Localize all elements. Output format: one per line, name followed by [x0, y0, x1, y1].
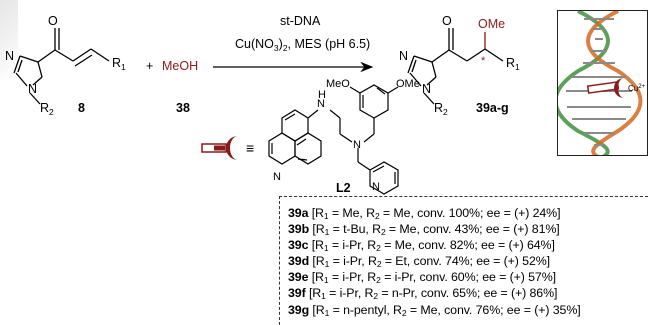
condition-copper: Cu(NO3)2, MES (pH 6.5): [235, 37, 370, 53]
substrate-compound-label: 8: [78, 101, 85, 115]
copper-ion-label: Cu2+: [628, 84, 646, 93]
product-r2-label: R2: [434, 101, 448, 117]
substrate-n3-label: N: [28, 82, 37, 96]
substrate-o-label: O: [48, 14, 58, 28]
ligand-nh-n-label: N: [317, 98, 325, 110]
methanol-reagent: MeOH: [162, 59, 198, 73]
stereocenter-star: *: [481, 55, 486, 67]
result-row: 39d [R1 = i-Pr, R2 = Et, conv. 74%; ee =…: [288, 254, 550, 270]
ligand-l2-structure: [268, 84, 399, 195]
substrate-r1-label: R1: [112, 56, 126, 72]
product-n-label: N: [399, 49, 408, 63]
product-compound-label: 39a-g: [476, 101, 509, 115]
result-row: 39a [R1 = Me, R2 = Me, conv. 100%; ee = …: [288, 206, 561, 221]
ligand-meo-label: MeO: [326, 78, 350, 90]
result-row: 39f [R1 = i-Pr, R2 = n-Pr, conv. 65%; ee…: [288, 286, 558, 302]
methanol-compound-label: 38: [176, 101, 190, 115]
substrate-r2-label: R2: [40, 101, 54, 117]
substrate-n-label: N: [5, 49, 14, 63]
substrate-8-structure: [13, 28, 110, 105]
result-row: 39b [R1 = t-Bu, R2 = Me, conv. 43%; ee =…: [288, 222, 560, 238]
catalyst-symbol: [201, 136, 238, 160]
result-row: 39c [R1 = i-Pr, R2 = Me, conv. 82%; ee =…: [288, 238, 555, 254]
ligand-compound-label: L2: [336, 181, 351, 195]
product-n3-label: N: [422, 82, 431, 96]
acridine-n-label: N: [273, 171, 281, 183]
product-structure: [407, 28, 504, 105]
product-r1-label: R1: [506, 56, 520, 72]
results-box: 39a [R1 = Me, R2 = Me, conv. 100%; ee = …: [279, 196, 648, 325]
product-ome-label: OMe: [478, 17, 505, 31]
dna-illustration: Cu2+: [557, 10, 648, 156]
condition-dna: st-DNA: [280, 14, 321, 28]
ligand-nh-h-label: H: [318, 89, 326, 101]
background-gradient: [0, 0, 18, 80]
reaction-scheme: N O N R1 R2 8 + MeOH 38 st-DNA Cu(NO3)2,…: [5, 14, 520, 195]
pyridine-n-label: N: [372, 181, 380, 193]
ligand-amine-n-label: N: [353, 139, 361, 151]
result-row: 39e [R1 = i-Pr, R2 = i-Pr, conv. 60%; ee…: [288, 270, 556, 286]
plus-sign: +: [146, 59, 153, 73]
ligand-ome-label: OMe: [396, 78, 420, 90]
product-o-label: O: [442, 14, 452, 28]
dna-helix-graphic: Cu2+: [558, 11, 646, 155]
equiv-sign: ≡: [246, 140, 254, 156]
result-row: 39g [R1 = n-pentyl, R2 = Me, conv. 76%; …: [288, 302, 581, 318]
